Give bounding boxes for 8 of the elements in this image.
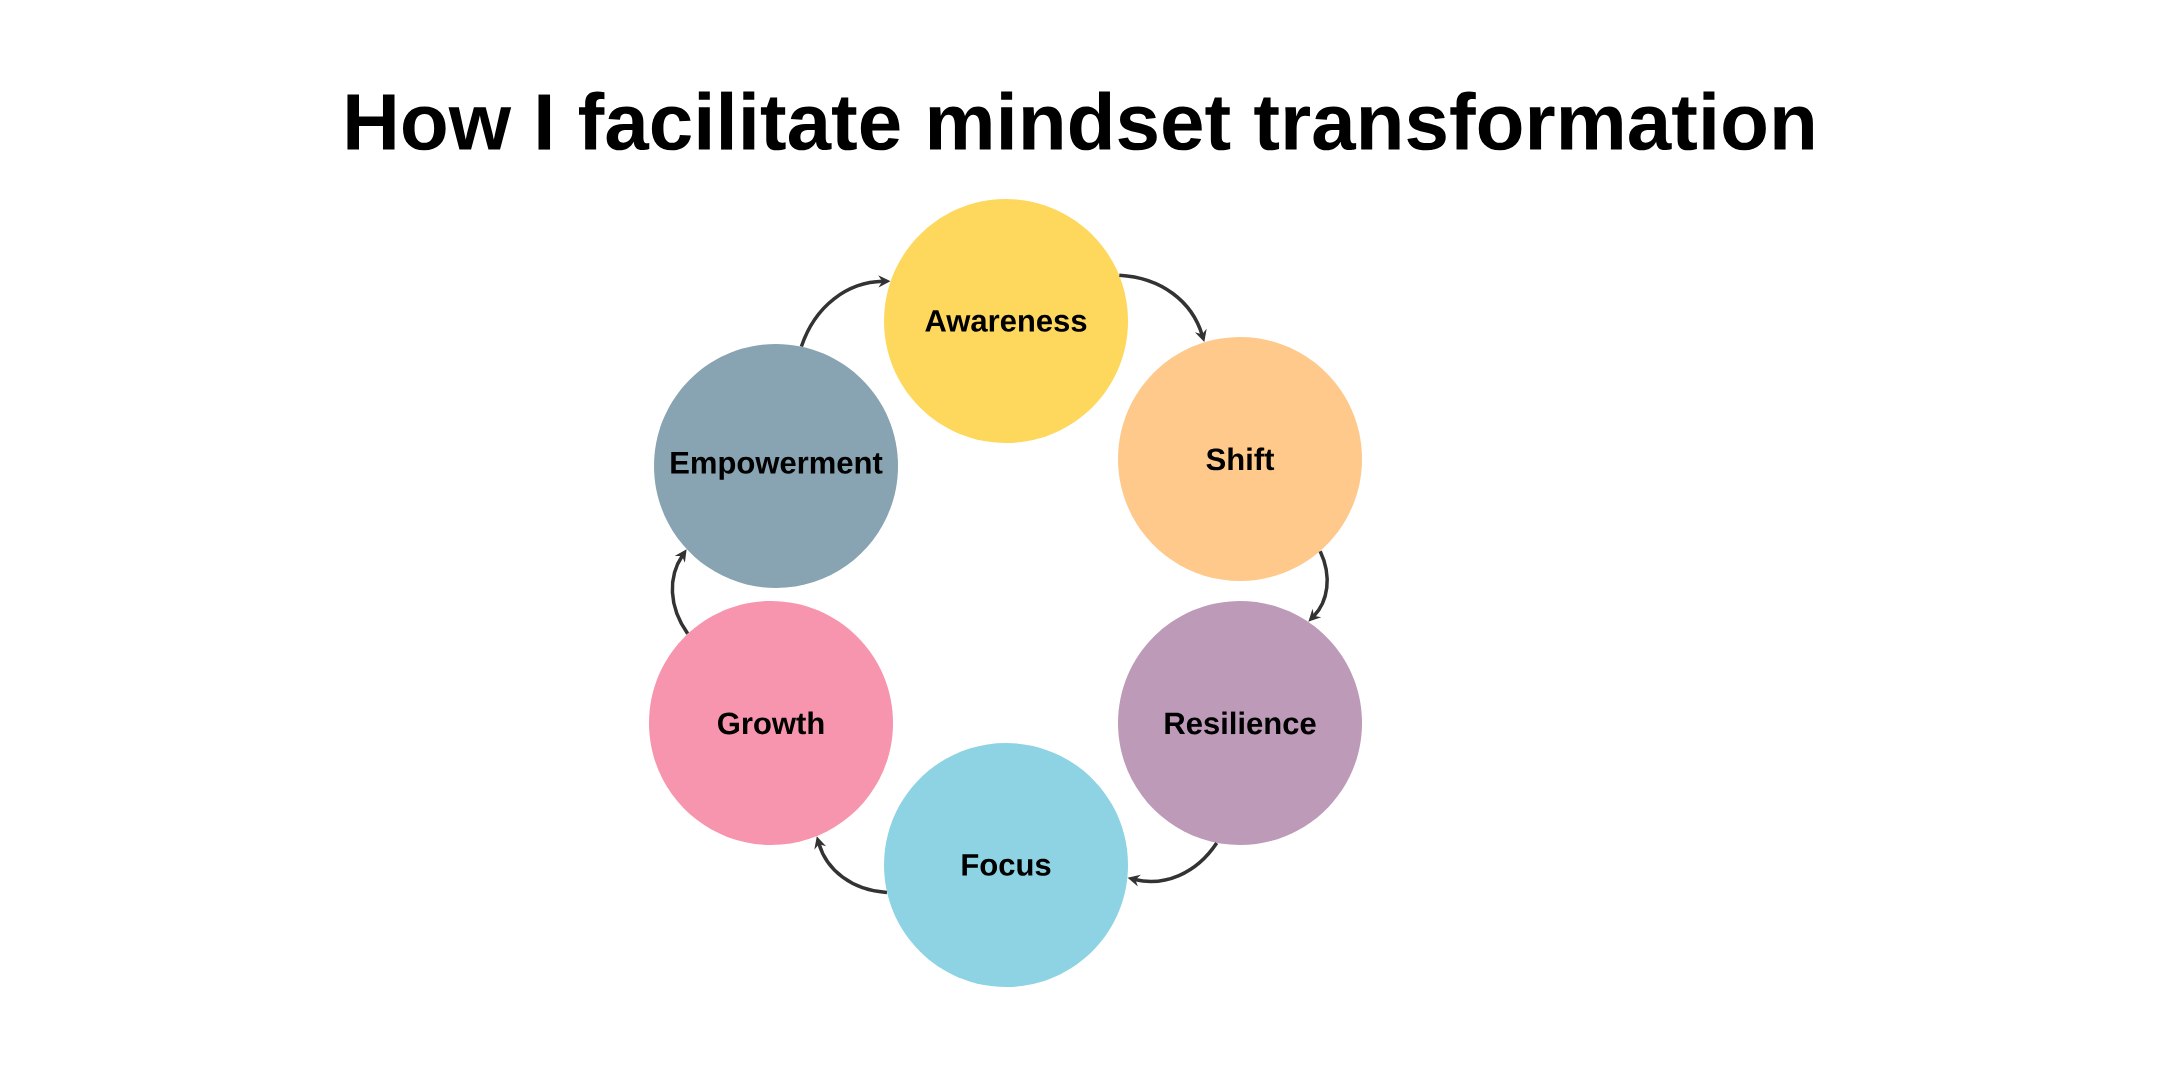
circle-node: Empowerment: [654, 344, 898, 588]
title: How I facilitate mindset transformation: [347, 91, 1813, 151]
circle-node: Resilience: [1118, 601, 1362, 845]
circle-node: Shift: [1118, 337, 1362, 581]
arrow: [1308, 550, 1329, 622]
circle-node: Awareness: [884, 199, 1128, 443]
circle-node: Focus: [884, 743, 1128, 987]
circle-node: Growth: [649, 601, 893, 845]
